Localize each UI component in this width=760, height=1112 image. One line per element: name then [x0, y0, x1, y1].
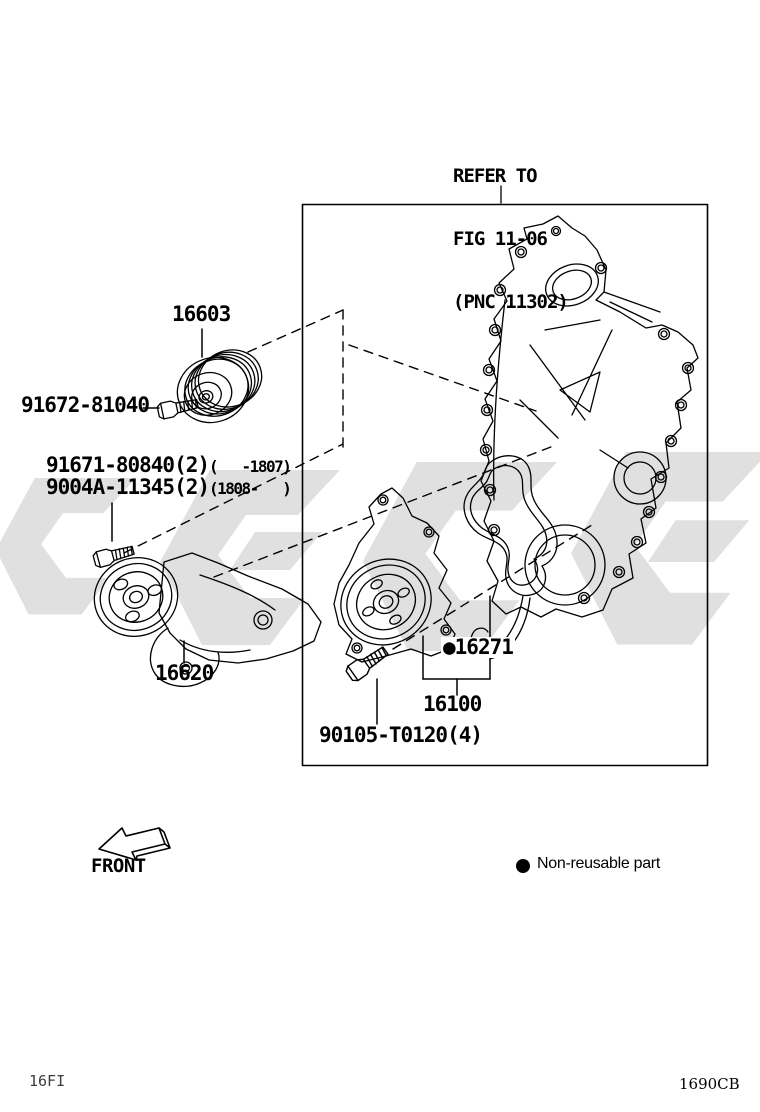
tensioner-bolt-a-number: 91671-80840(2): [46, 453, 210, 477]
idler-pulley-drawing: [176, 349, 263, 424]
non-reusable-bullet-icon: [516, 859, 530, 873]
refer-note: REFER TO FIG 11-06 (PNC 11302): [453, 124, 569, 334]
front-arrow-icon: [98, 827, 171, 861]
legend-non-reusable-text: Non-reusable part: [537, 855, 660, 872]
part-label-water-pump: 16100: [423, 692, 482, 716]
refer-note-line3: (PNC 11302): [453, 291, 569, 313]
refer-note-line1: REFER TO: [453, 165, 538, 187]
refer-note-line2: FIG 11-06: [453, 228, 548, 250]
gasket-drawing: [463, 455, 558, 596]
front-direction-label: FRONT: [91, 855, 146, 877]
water-pump-drawing: [333, 487, 456, 663]
tensioner-bolt-b-number: 9004A-11345(2): [46, 475, 210, 499]
tensioner-bolt-b-date-range: (1808- ): [209, 479, 292, 498]
part-label-idler-pulley: 16603: [172, 302, 231, 326]
tensioner-bolt-a-date-range: ( -1807): [209, 457, 292, 476]
part-label-gasket: ●16271: [441, 637, 515, 658]
part-label-tensioner-bolt-b: 9004A-11345(2)(1808- ): [46, 475, 292, 499]
gasket-non-reusable-bullet: ●: [443, 635, 456, 659]
water-pump-bolt-drawing: [343, 642, 392, 684]
part-label-tensioner: 16620: [155, 661, 214, 685]
part-label-tensioner-bolt-a: 91671-80840(2)( -1807): [46, 453, 292, 477]
footer-page-code: 16FI: [29, 1072, 66, 1090]
gasket-number: 16271: [454, 635, 514, 659]
pump-pulley-drawing: [340, 558, 432, 646]
footer-drawing-code: 1690CB: [679, 1075, 740, 1093]
part-label-water-pump-bolt: 90105-T0120(4): [319, 723, 483, 747]
part-label-idler-pulley-bolt: 91672-81040: [21, 393, 150, 417]
